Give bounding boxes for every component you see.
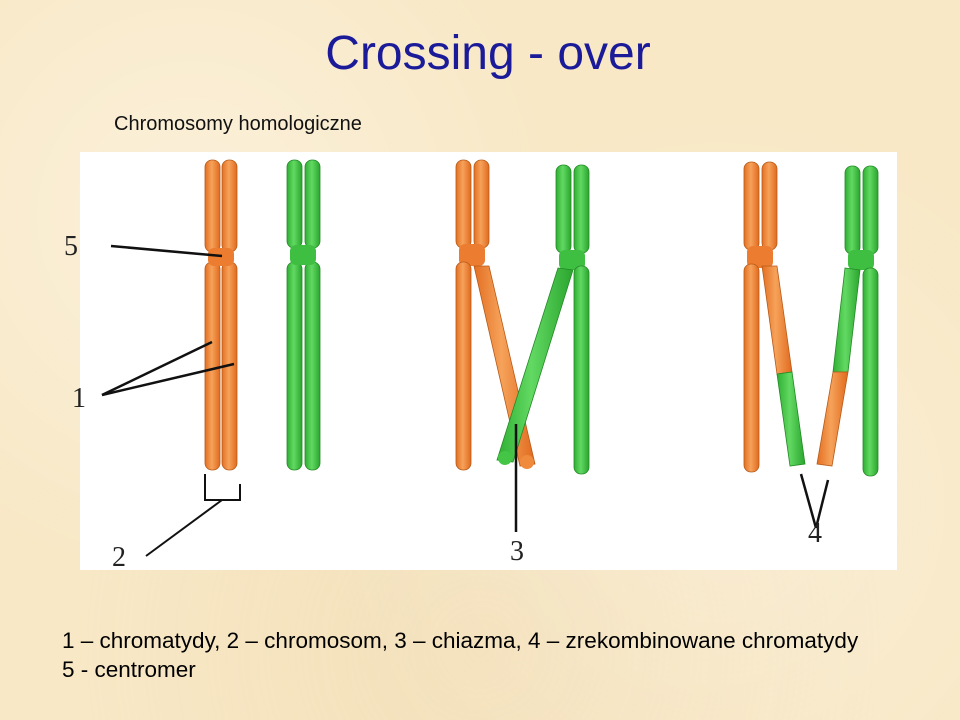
legend-line-2: 5 - centromer bbox=[62, 657, 196, 682]
orange-chromosome-3 bbox=[743, 161, 806, 473]
pointer-lines bbox=[101, 244, 830, 557]
label-3-chiasma: 3 bbox=[510, 536, 524, 567]
green-chromosome-2 bbox=[496, 164, 590, 475]
legend-line-1: 1 – chromatydy, 2 – chromosom, 3 – chiaz… bbox=[62, 628, 859, 653]
legend-caption: 1 – chromatydy, 2 – chromosom, 3 – chiaz… bbox=[62, 626, 858, 684]
diagram-subtitle: Chromosomy homologiczne bbox=[114, 113, 362, 135]
green-chromosome-1 bbox=[286, 159, 321, 471]
slide-title: Crossing - over bbox=[325, 27, 651, 80]
green-chromosome-3 bbox=[816, 165, 879, 477]
label-4-recombinant: 4 bbox=[808, 518, 822, 549]
label-2-chromosome: 2 bbox=[112, 542, 126, 573]
label-5-centromere: 5 bbox=[64, 231, 78, 262]
label-1-chromatids: 1 bbox=[72, 383, 86, 414]
orange-chromosome-1 bbox=[204, 159, 238, 471]
